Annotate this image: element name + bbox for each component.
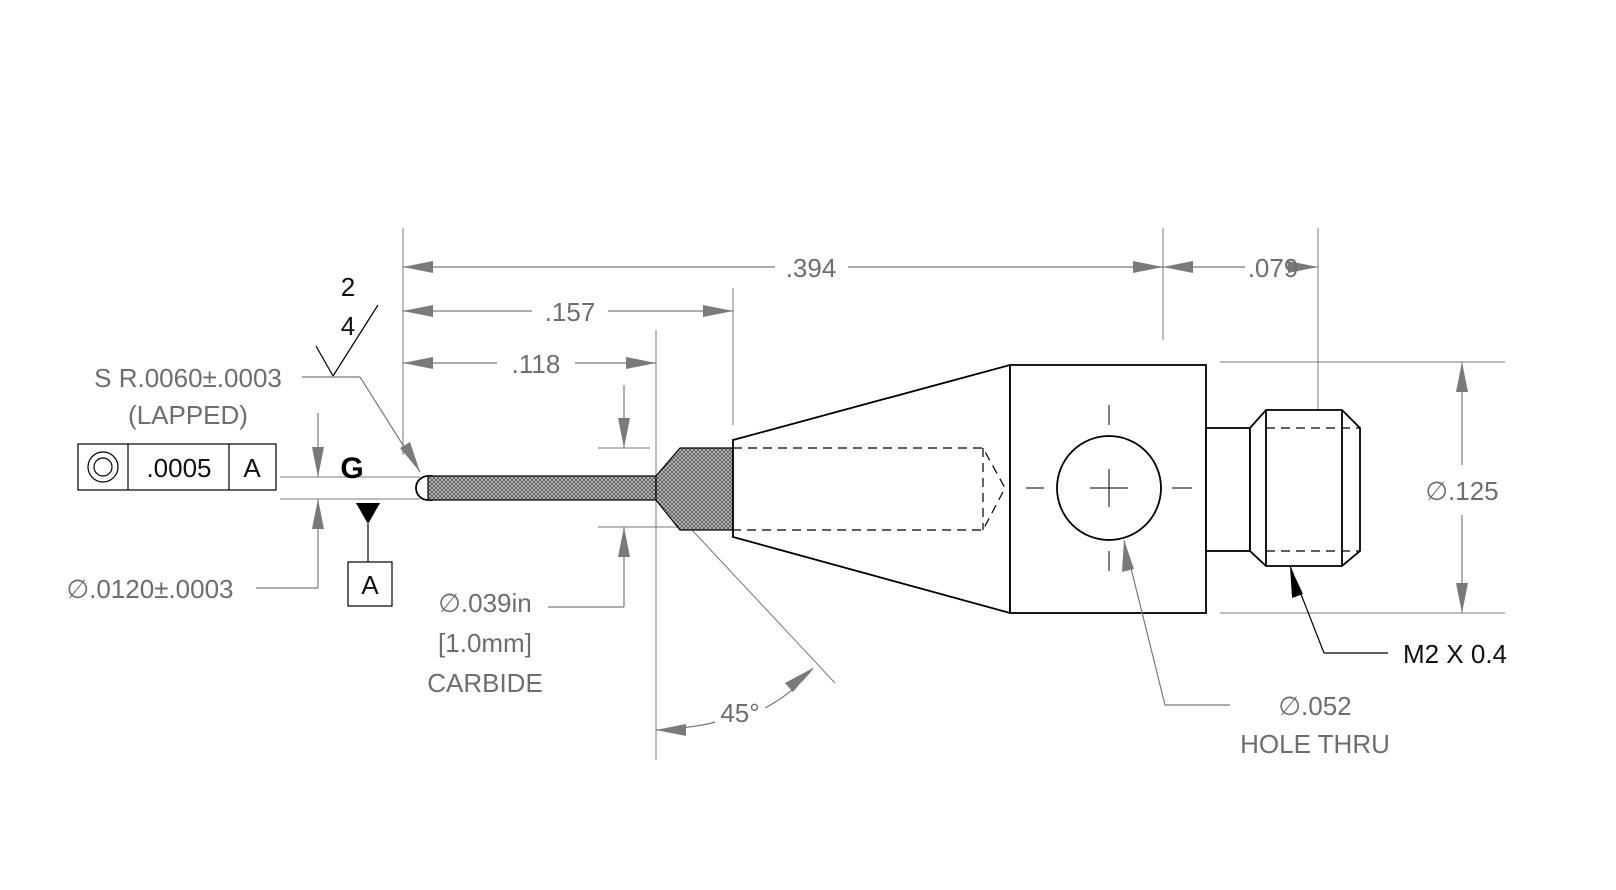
sphere-radius-note: S R.0060±.0003 (LAPPED) 2 4 xyxy=(94,272,421,473)
dim-079-label: .079 xyxy=(1248,253,1299,283)
grade-label: G xyxy=(340,452,363,485)
dim-thread-length: .079 xyxy=(1163,253,1318,283)
carbide-label: CARBIDE xyxy=(427,668,543,698)
tapered-body xyxy=(732,363,1011,615)
dim-157-label: .157 xyxy=(545,297,596,327)
angle-label: 45° xyxy=(720,698,759,728)
dim-body-diameter: ∅.125 xyxy=(1425,362,1499,613)
thread-label: M2 X 0.4 xyxy=(1403,639,1507,669)
dim-overall-length: .394 xyxy=(403,253,1163,283)
dim-angle: 45° xyxy=(655,667,814,736)
dim-ball-diameter: ∅.0120±.0003 xyxy=(66,413,324,604)
datum-label: A xyxy=(361,570,379,600)
finish-bottom-label: 4 xyxy=(341,311,355,341)
finish-top-label: 2 xyxy=(341,272,355,302)
thread-callout: M2 X 0.4 xyxy=(1289,565,1507,669)
dim-125-label: ∅.125 xyxy=(1425,476,1498,506)
dim-stem-diameter: ∅.039in [1.0mm] CARBIDE xyxy=(427,385,630,698)
fcf-datum: A xyxy=(243,453,261,483)
dim-118-label: .118 xyxy=(512,349,561,379)
dim-039-label: ∅.039in xyxy=(438,588,532,618)
dim-1mm-label: [1.0mm] xyxy=(438,628,532,658)
hole-diameter-label: ∅.052 xyxy=(1278,691,1351,721)
lapped-label: (LAPPED) xyxy=(128,400,248,430)
dim-stem-118: .118 xyxy=(403,349,656,379)
dim-stem-157: .157 xyxy=(403,297,733,327)
fcf-tolerance: .0005 xyxy=(146,453,211,483)
concentricity-icon xyxy=(87,451,119,483)
dim-394-label: .394 xyxy=(786,253,837,283)
thread-neck xyxy=(1205,427,1251,552)
hole-thru-label: HOLE THRU xyxy=(1240,729,1390,759)
carbide-stem xyxy=(427,475,657,501)
datum-feature: A xyxy=(347,503,393,607)
dim-hole: ∅.052 HOLE THRU xyxy=(1122,539,1390,759)
stylus-part xyxy=(415,363,1361,615)
feature-control-frame: .0005 A xyxy=(77,443,277,491)
square-block xyxy=(1009,364,1207,614)
stem-cone xyxy=(655,447,734,531)
sphere-radius-label: S R.0060±.0003 xyxy=(94,363,282,393)
extension-lines xyxy=(280,228,1505,760)
ball-diameter-label: ∅.0120±.0003 xyxy=(66,574,233,604)
cross-hole xyxy=(1056,435,1162,541)
